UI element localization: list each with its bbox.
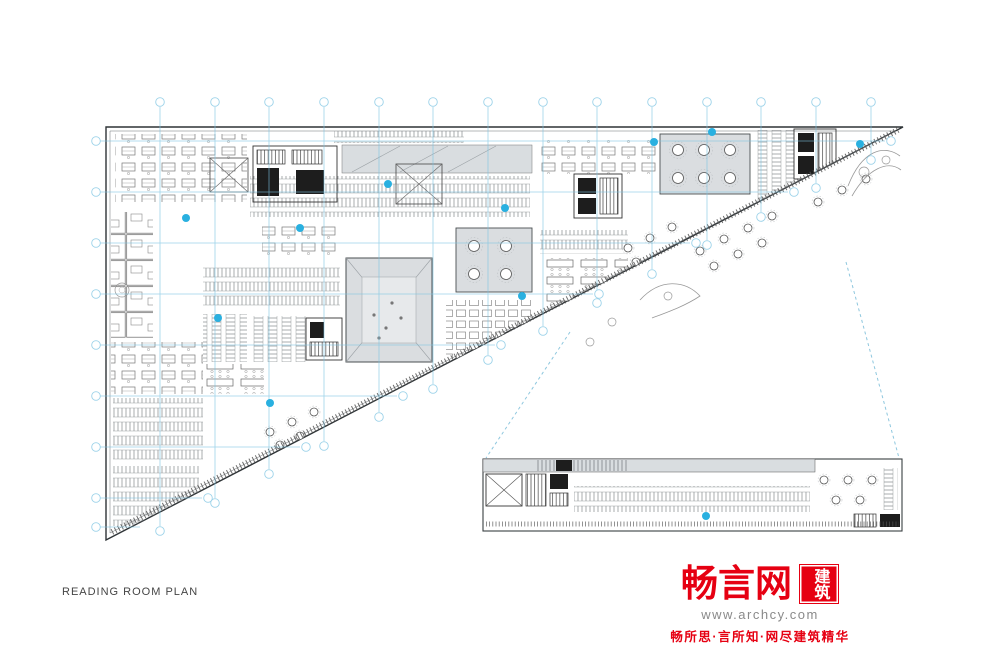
detail-callout-lines [485,261,900,459]
detail-strip [482,458,903,532]
brand-name: 畅言网 [681,561,792,605]
watermark-url: www.archcy.com [701,607,819,622]
central-atrium [345,257,433,363]
brand-row: 畅言网 建筑 [652,564,868,604]
plan-title: READING ROOM PLAN [62,586,199,598]
section-markers [182,128,864,407]
brand-badge-icon: 建筑 [799,564,839,604]
reading-court [455,227,533,293]
watermark-logo: 畅言网 建筑 www.archcy.com 畅所思·言所知·网尽建筑精华 [652,564,868,645]
watermark-tagline: 畅所思·言所知·网尽建筑精华 [670,630,850,644]
section-marker-dot [702,512,710,520]
skylight-strip [341,144,533,174]
structural-grid [91,97,896,536]
conference-room [659,133,751,195]
exterior-terraces [585,149,902,347]
interior-tree-icon [114,282,130,298]
